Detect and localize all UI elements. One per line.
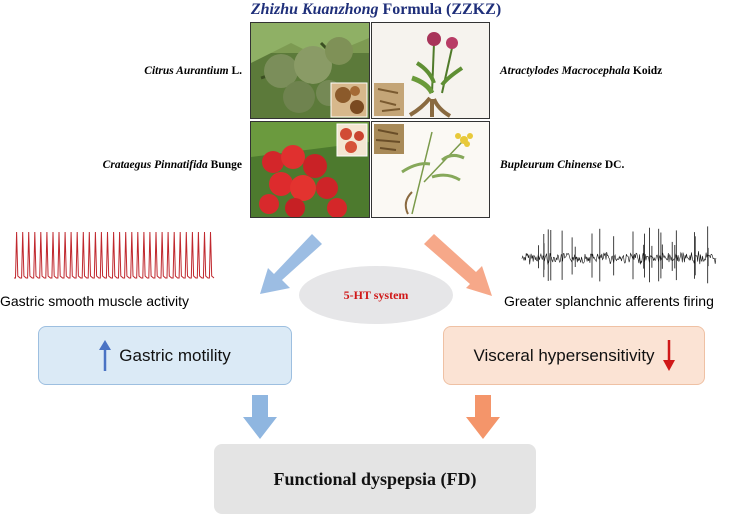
visceral-hypersensitivity-box: Visceral hypersensitivity [443, 326, 705, 385]
herb-name-author: L. [228, 65, 242, 77]
photo-crataegus [250, 121, 370, 218]
herb-label-crataegus: Crataegus Pinnatifida Bunge [103, 158, 242, 172]
herb-name-italic: Atractylodes Macrocephala [500, 65, 630, 77]
blue-diagonal-arrow [260, 234, 322, 294]
serotonin-system-label: 5-HT system [343, 287, 409, 302]
herb-name-italic: Crataegus Pinnatifida [102, 159, 208, 171]
up-arrow-icon [99, 339, 112, 371]
herb-name-author: DC. [601, 159, 625, 171]
citrus-illustration [251, 23, 369, 118]
left-caption: Gastric smooth muscle activity [0, 293, 190, 309]
title-italic: Zhizhu Kuanzhong [250, 1, 379, 18]
photo-citrus-aurantium [250, 22, 370, 119]
herb-label-atractylodes: Atractylodes Macrocephala Koidz [500, 64, 662, 78]
functional-dyspepsia-box: Functional dyspepsia (FD) [214, 444, 536, 514]
photo-bupleurum [371, 121, 490, 218]
herb-name-italic: Citrus Aurantium [144, 65, 229, 77]
herb-name-italic: Bupleurum Chinense [500, 159, 602, 171]
crataegus-illustration [251, 122, 369, 217]
herb-name-author: Bunge [207, 159, 242, 171]
herb-label-bupleurum: Bupleurum Chinense DC. [500, 158, 624, 172]
right-caption: Greater splanchnic afferents firing [504, 293, 714, 309]
functional-dyspepsia-label: Functional dyspepsia (FD) [273, 468, 477, 489]
bupleurum-illustration [372, 122, 489, 217]
gastric-motility-box: Gastric motility [38, 326, 292, 385]
afferent-firing-trace [521, 226, 717, 284]
visceral-hypersensitivity-label: Visceral hypersensitivity [473, 345, 655, 365]
gastric-motility-label: Gastric motility [119, 345, 231, 365]
figure-title: Zhizhu Kuanzhong Formula (ZZKZ) [0, 0, 752, 20]
herb-label-citrus: Citrus Aurantium L. [144, 64, 242, 78]
photo-atractylodes [371, 22, 490, 119]
herb-name-author: Koidz [630, 65, 663, 77]
gastric-activity-trace [14, 231, 215, 279]
title-rest: Formula (ZZKZ) [378, 1, 502, 18]
atractylodes-illustration [372, 23, 489, 118]
orange-diagonal-arrow [424, 234, 492, 296]
blue-down-arrow [243, 395, 277, 439]
orange-down-arrow [466, 395, 500, 439]
down-arrow-icon [662, 339, 675, 371]
serotonin-system-node: 5-HT system [299, 266, 453, 324]
